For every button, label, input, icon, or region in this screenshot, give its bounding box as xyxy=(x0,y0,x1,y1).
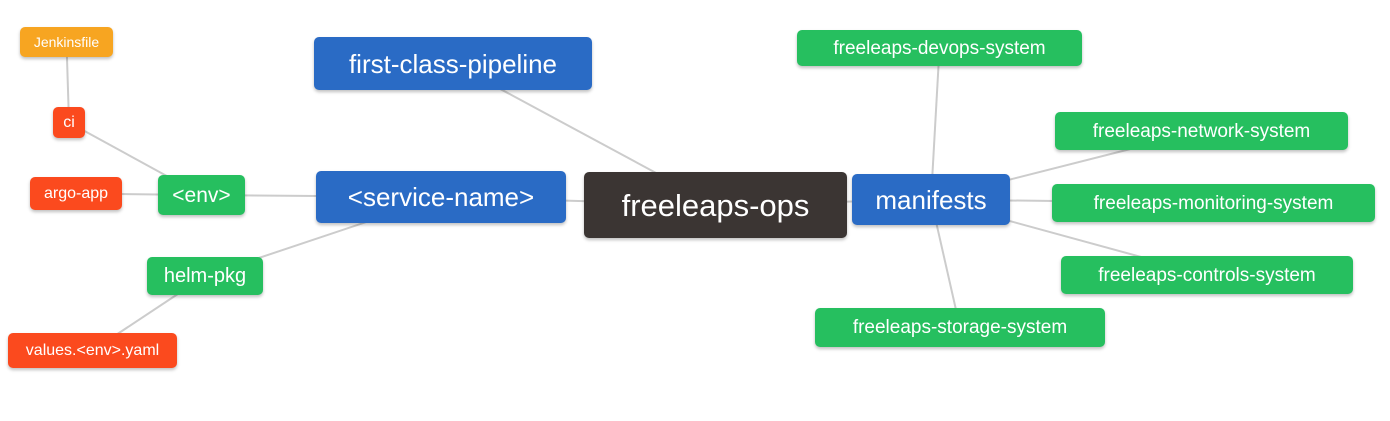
node-freeleaps-ops[interactable]: freeleaps-ops xyxy=(584,172,847,238)
node-helm-pkg[interactable]: helm-pkg xyxy=(147,257,263,295)
node-ci[interactable]: ci xyxy=(53,107,85,138)
node-values-env-yaml[interactable]: values.<env>.yaml xyxy=(8,333,177,368)
node-freeleaps-devops-system[interactable]: freeleaps-devops-system xyxy=(797,30,1082,66)
node-argo-app[interactable]: argo-app xyxy=(30,177,122,210)
node-first-class-pipeline[interactable]: first-class-pipeline xyxy=(314,37,592,90)
node-jenkinsfile[interactable]: Jenkinsfile xyxy=(20,27,113,57)
node-freeleaps-network-system[interactable]: freeleaps-network-system xyxy=(1055,112,1348,150)
node-env[interactable]: <env> xyxy=(158,175,245,215)
node-freeleaps-storage-system[interactable]: freeleaps-storage-system xyxy=(815,308,1105,347)
node-freeleaps-controls-system[interactable]: freeleaps-controls-system xyxy=(1061,256,1353,294)
node-freeleaps-monitoring-system[interactable]: freeleaps-monitoring-system xyxy=(1052,184,1375,222)
node-service-name[interactable]: <service-name> xyxy=(316,171,566,223)
node-manifests[interactable]: manifests xyxy=(852,174,1010,225)
